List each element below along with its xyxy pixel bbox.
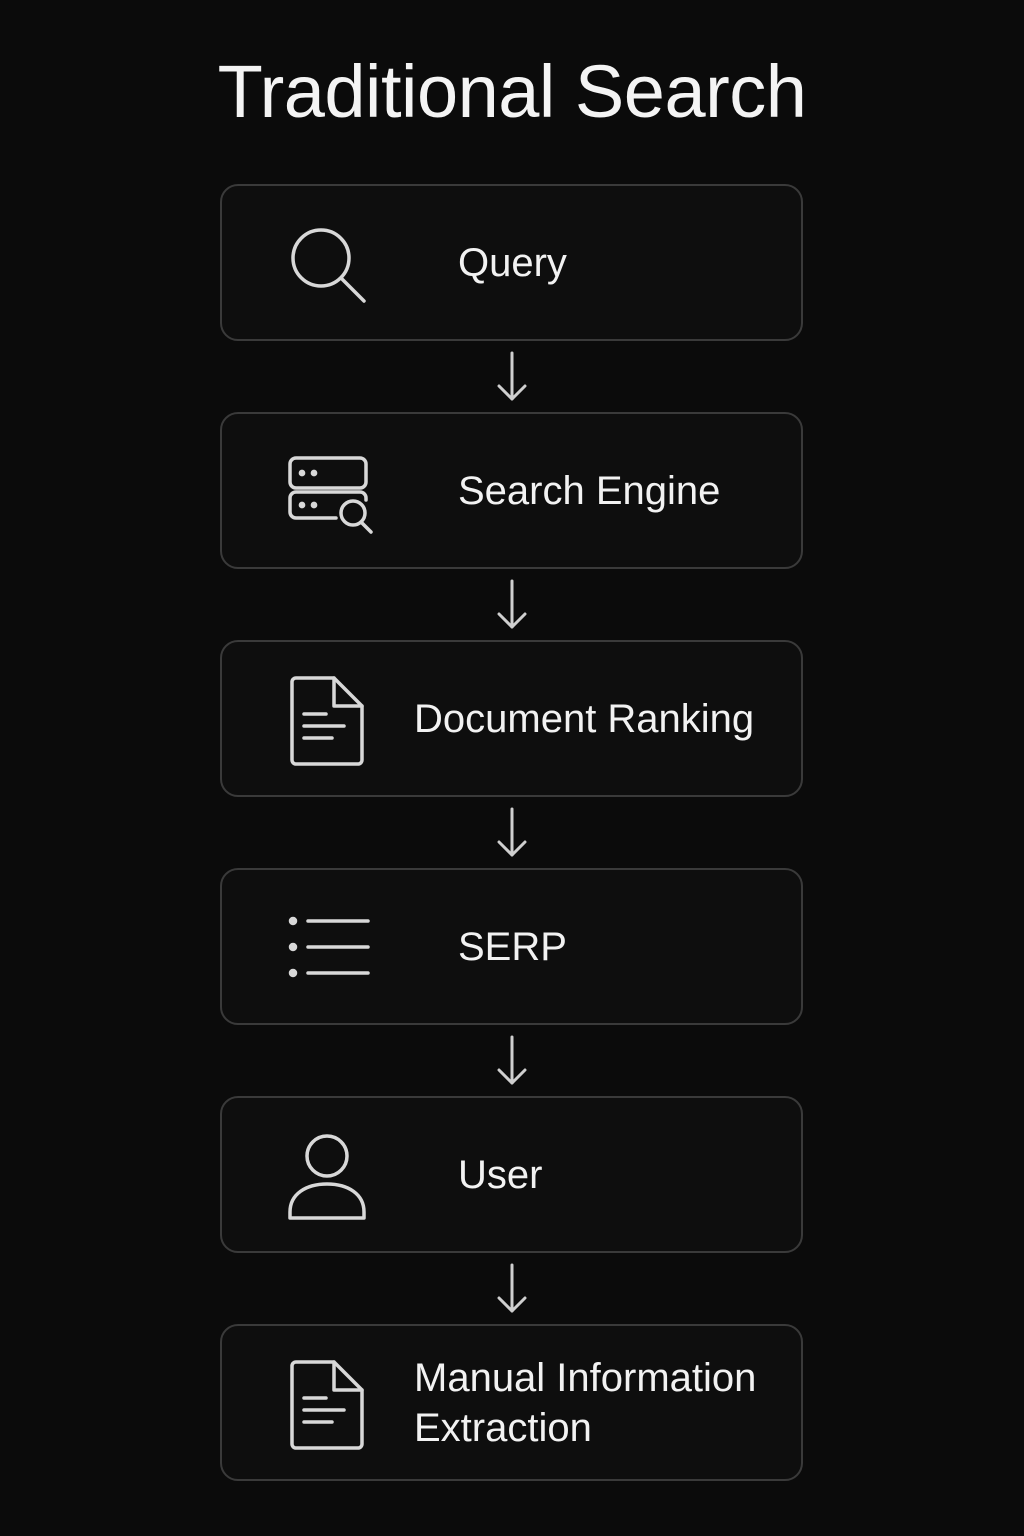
page-title: Traditional Search	[217, 50, 807, 133]
step-document-ranking: Document Ranking	[220, 640, 803, 797]
step-search-engine: Search Engine	[220, 412, 803, 569]
step-user: User	[220, 1096, 803, 1253]
user-icon	[284, 1132, 374, 1222]
document-icon	[284, 676, 374, 766]
step-label: User	[458, 1152, 543, 1197]
step-label: SERP	[458, 924, 567, 969]
arrow-down-icon	[220, 1025, 803, 1096]
step-label: Document Ranking	[414, 696, 755, 741]
step-label: Query	[458, 240, 567, 285]
arrow-down-icon	[220, 797, 803, 868]
step-query: Query	[220, 184, 803, 341]
flow-diagram: Query Search Engine	[220, 184, 803, 1481]
step-label: Search Engine	[458, 468, 721, 513]
search-icon	[284, 220, 374, 310]
server-search-icon	[284, 448, 374, 538]
arrow-down-icon	[220, 569, 803, 640]
step-manual-information-extraction: Manual Information Extraction	[220, 1324, 803, 1481]
step-serp: SERP	[220, 868, 803, 1025]
step-label: Manual Information Extraction	[414, 1355, 757, 1450]
list-icon	[284, 904, 374, 994]
arrow-down-icon	[220, 1253, 803, 1324]
arrow-down-icon	[220, 341, 803, 412]
document-icon	[284, 1360, 374, 1450]
